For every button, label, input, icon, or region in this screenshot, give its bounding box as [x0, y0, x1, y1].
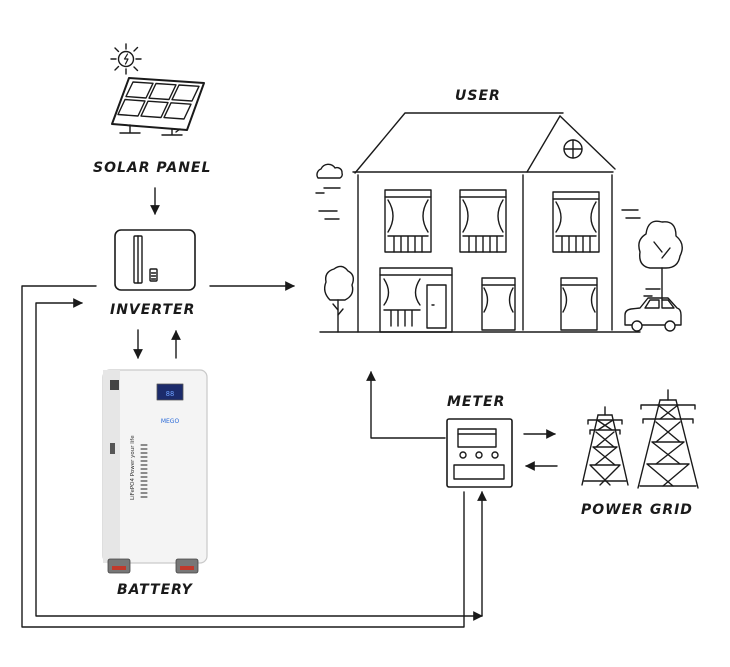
window: [384, 189, 432, 253]
power-pylon-large-icon: [637, 389, 699, 489]
window: [560, 277, 598, 331]
meter-label: METER: [447, 394, 506, 410]
user-label: USER: [455, 88, 501, 104]
house-icon: [315, 112, 661, 333]
cloud-icon: [316, 163, 343, 179]
solar-panel-label: SOLAR PANEL: [93, 160, 212, 176]
battery-side-text: LiFePO4 Power your life: [130, 435, 136, 500]
battery-label: BATTERY: [117, 582, 193, 598]
window: [481, 277, 516, 331]
inverter-label: INVERTER: [110, 302, 196, 318]
sun-icon: [110, 43, 142, 75]
battery-unit: 88 MEGO LiFePO4 Power your life: [102, 369, 208, 574]
battery-brand-text: MEGO: [161, 418, 180, 425]
line-inverter-to-meter-loop: [21, 285, 465, 628]
line-meter-to-inverter-loop: [35, 298, 483, 621]
window: [459, 189, 507, 253]
svg-text:88: 88: [166, 390, 174, 398]
solar-panel-icon: [111, 77, 205, 136]
tree-icon: [323, 265, 355, 333]
car-icon: [624, 297, 682, 332]
inverter-icon: [114, 229, 196, 291]
tree-icon: [638, 220, 683, 301]
power-grid-label: POWER GRID: [581, 502, 693, 518]
window: [552, 191, 600, 253]
arrow-meter-to-user: [366, 371, 446, 439]
meter-icon: [446, 418, 513, 488]
front-door-window: [379, 267, 453, 333]
power-pylon-small-icon: [581, 406, 629, 486]
